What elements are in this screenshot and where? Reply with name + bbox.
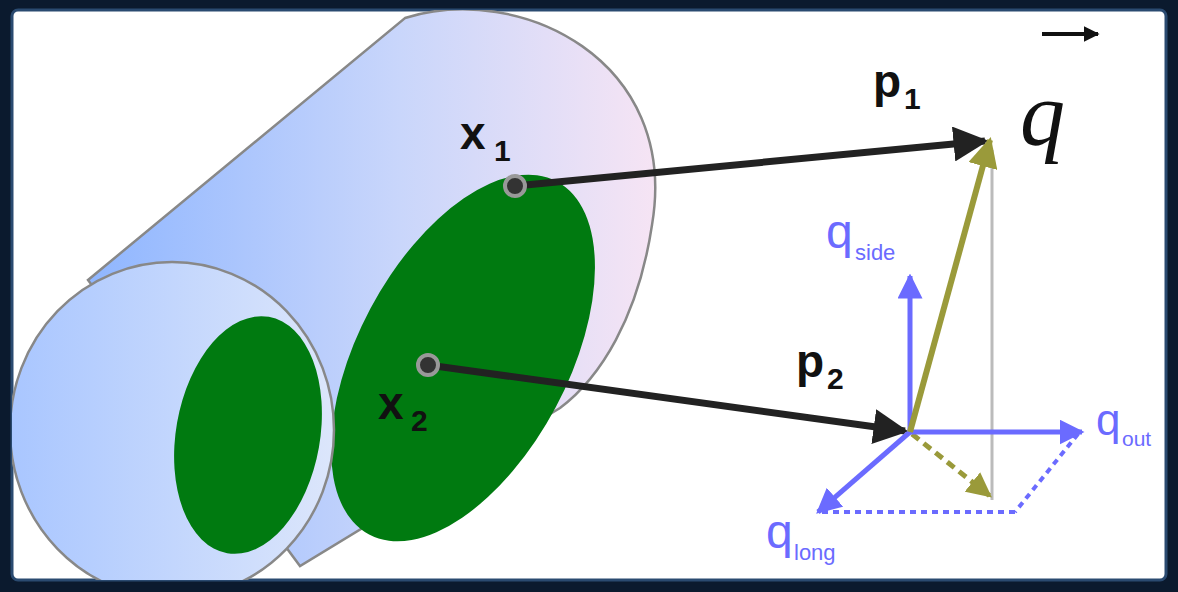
emission-point — [418, 355, 438, 375]
vector-label: q — [1020, 70, 1065, 160]
momentum-label: p — [873, 58, 901, 104]
green-slice — [276, 132, 649, 580]
subscript: 2 — [411, 406, 428, 436]
subscript: side — [855, 242, 895, 264]
projection-line — [1015, 434, 1078, 512]
axis-arrow — [818, 432, 910, 512]
subscript: out — [1122, 428, 1151, 449]
axis-label: q — [766, 508, 793, 556]
subscript: 1 — [904, 84, 921, 114]
axis-label: q — [1096, 398, 1120, 442]
projection-arrow — [912, 434, 990, 496]
vector-sign — [1042, 32, 1098, 36]
green-slice — [156, 304, 339, 565]
momentum-arrow — [428, 365, 905, 431]
momentum-label: p — [796, 338, 824, 384]
axis-arrow — [908, 276, 913, 432]
point-label: x — [460, 110, 486, 156]
axis-arrow — [910, 430, 1082, 435]
q-vector — [910, 140, 990, 432]
subscript: 2 — [827, 364, 844, 394]
subscript: 1 — [494, 136, 511, 166]
emission-point — [505, 176, 525, 196]
momentum-arrow — [515, 141, 985, 186]
axis-label: q — [826, 208, 853, 256]
projection-line — [991, 150, 994, 500]
projection-line — [822, 510, 1015, 514]
point-label: x — [378, 380, 404, 426]
subscript: long — [794, 542, 836, 564]
